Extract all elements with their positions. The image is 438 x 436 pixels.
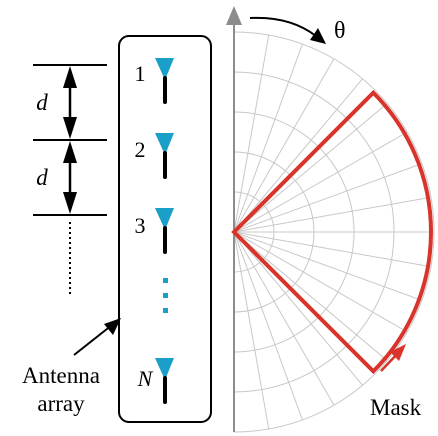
spacing-label-top: d bbox=[36, 90, 48, 115]
polar-grid-spoke bbox=[234, 231, 303, 421]
polar-grid-spoke bbox=[234, 196, 432, 233]
polar-grid-spoke bbox=[234, 131, 408, 233]
antenna-array-callout: Antenna array bbox=[22, 318, 121, 416]
axis-arrowhead-icon bbox=[226, 6, 242, 25]
spacing-label-bottom: d bbox=[36, 165, 48, 190]
antenna-label-3: 3 bbox=[135, 213, 146, 238]
mask-label: Mask bbox=[370, 395, 422, 420]
ellipsis-dots bbox=[163, 278, 168, 313]
polar-grid-spoke bbox=[234, 78, 363, 233]
antenna-array-label-line2: array bbox=[37, 391, 85, 416]
theta-arrow-icon bbox=[310, 28, 326, 44]
polar-grid-spoke bbox=[234, 231, 408, 333]
dimension-arrow-up-icon bbox=[63, 141, 77, 163]
theta-label: θ bbox=[334, 18, 346, 44]
polar-grid-spoke bbox=[234, 163, 423, 233]
antenna-element-1: 1 bbox=[135, 58, 174, 104]
antenna-label-1: 1 bbox=[135, 61, 146, 86]
polar-grid-spoke bbox=[234, 103, 388, 233]
antenna-label-n: N bbox=[137, 366, 154, 391]
polar-grid-spoke bbox=[234, 58, 335, 233]
polar-grid-spoke bbox=[234, 231, 335, 406]
antenna-1-icon bbox=[155, 58, 174, 80]
dimension-arrow-down-icon bbox=[63, 192, 77, 214]
antenna-array-box bbox=[118, 35, 212, 423]
polar-grid-spoke bbox=[234, 34, 270, 233]
spacing-dimensions: d d bbox=[33, 64, 107, 296]
polar-grid-spoke bbox=[234, 231, 388, 361]
dimension-arrow-down-icon bbox=[63, 117, 77, 139]
antenna-element-2: 2 bbox=[135, 133, 174, 179]
antenna-label-2: 2 bbox=[135, 137, 146, 162]
antenna-element-3: 3 bbox=[135, 208, 174, 254]
mask-pointer-arrow-icon bbox=[390, 344, 406, 361]
antenna-n-icon bbox=[155, 358, 174, 380]
antenna-array-label-line1: Antenna bbox=[22, 363, 100, 388]
polar-grid bbox=[234, 31, 435, 433]
antenna-2-icon bbox=[155, 133, 174, 155]
polar-grid-spoke bbox=[234, 231, 423, 301]
polar-grid-spoke bbox=[234, 231, 270, 430]
vertical-axis bbox=[226, 6, 242, 432]
antenna-3-icon bbox=[155, 208, 174, 230]
dimension-arrow-up-icon bbox=[63, 66, 77, 88]
theta-indicator: θ bbox=[249, 16, 346, 44]
antenna-element-n: N bbox=[137, 358, 174, 404]
polar-grid-spoke bbox=[234, 231, 432, 268]
mask-sector: Mask bbox=[231, 89, 433, 420]
polar-grid-spoke bbox=[234, 231, 363, 386]
callout-arrow-icon bbox=[104, 318, 121, 335]
polar-grid-spoke bbox=[234, 43, 303, 233]
